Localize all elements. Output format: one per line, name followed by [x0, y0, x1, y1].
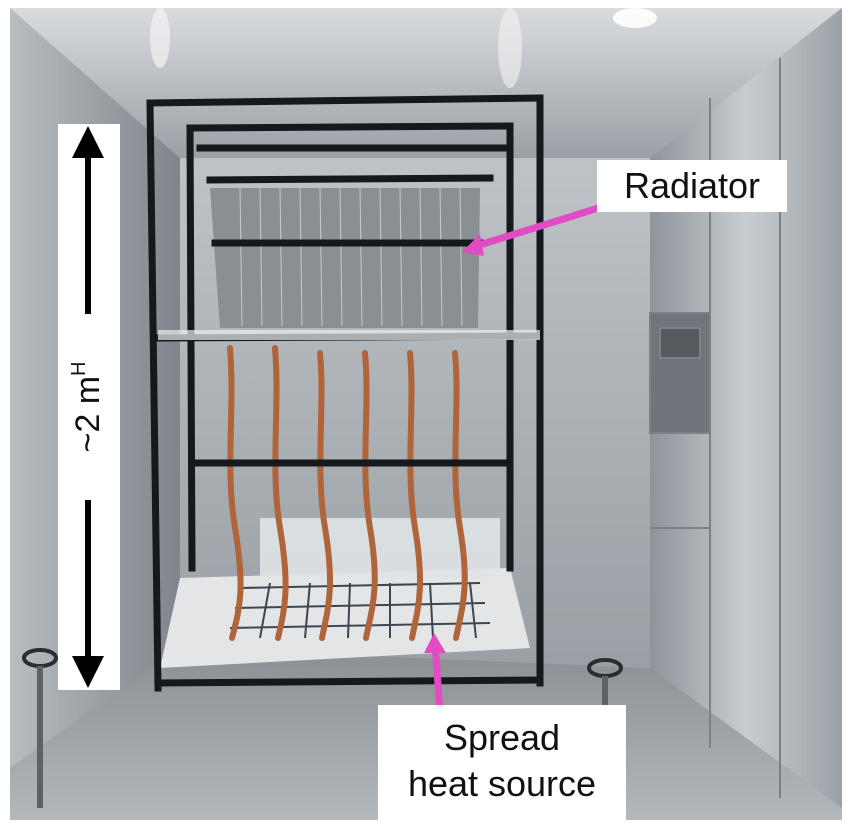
- chamber-scene: [10, 8, 842, 820]
- test-rig-photo: [10, 8, 842, 820]
- radiator-pointer: [468, 201, 610, 252]
- height-arrow-icon: [72, 126, 104, 688]
- radiator-pointer-head: [462, 234, 484, 256]
- spread-label-line1: Spread: [443, 717, 561, 758]
- thermocouple-wires: [227, 345, 468, 641]
- heat-source-pointer-head: [424, 633, 446, 653]
- radiator-panel: [210, 188, 480, 328]
- ceiling-light: [498, 8, 522, 88]
- spread-heat-source-label: Spread heat source: [378, 705, 626, 823]
- height-annotation: ~2 mH: [58, 124, 120, 690]
- ceiling: [10, 8, 842, 158]
- ceiling-light: [613, 8, 657, 28]
- ceiling-light: [150, 8, 170, 68]
- radiator-pipes: [239, 187, 463, 327]
- mid-shelf: [158, 330, 540, 340]
- height-label: ~2 mH: [68, 361, 107, 453]
- heat-source-grid: [229, 582, 491, 639]
- floor-fixtures: [22, 648, 623, 808]
- support-frame: [146, 94, 544, 692]
- radiator-label: Radiator: [597, 160, 787, 212]
- heat-source-pointer: [431, 642, 444, 714]
- spread-label-line2: heat source: [407, 763, 597, 804]
